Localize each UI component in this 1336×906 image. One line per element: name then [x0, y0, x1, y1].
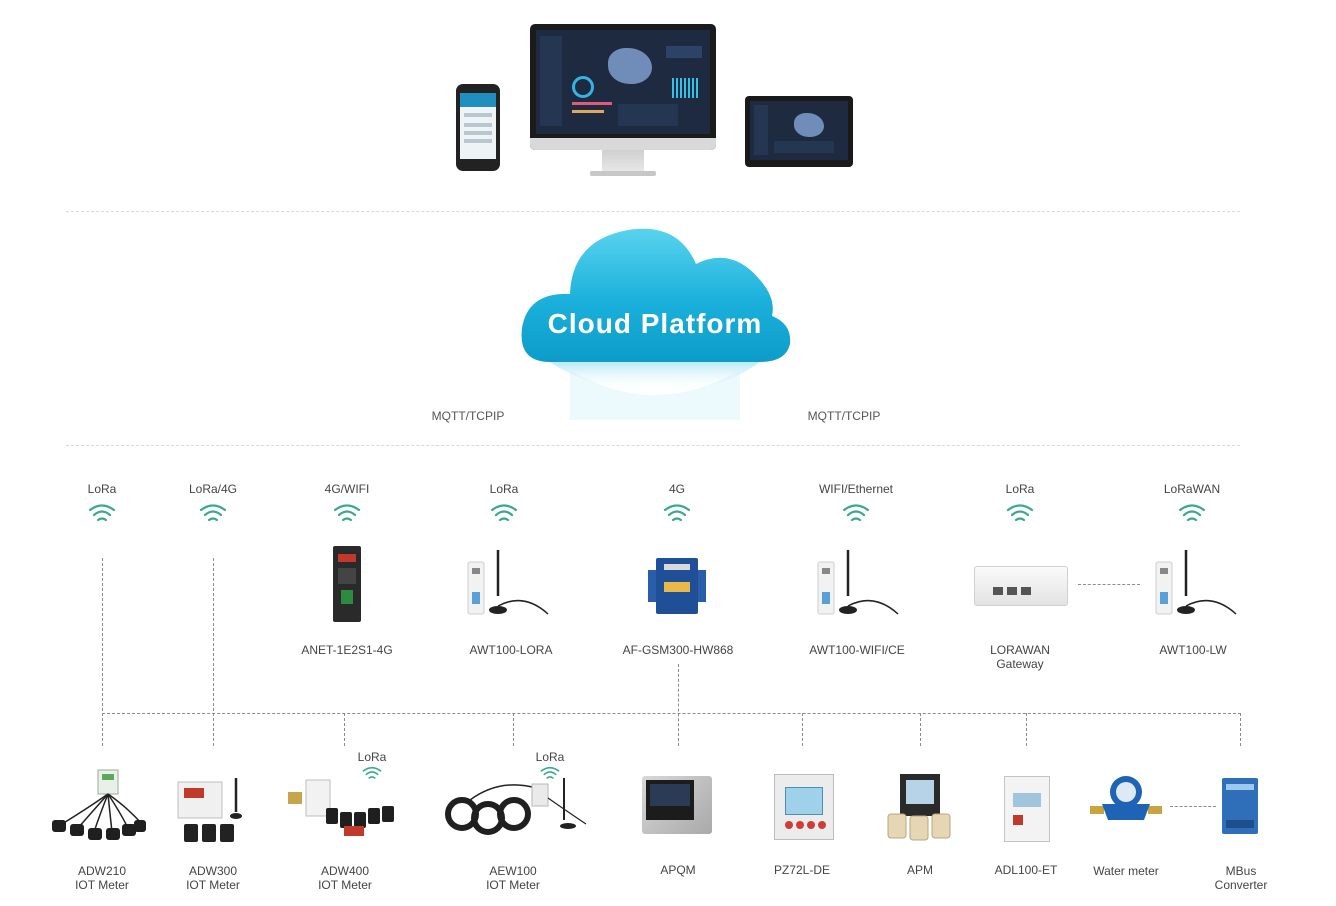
monitor-base: [590, 171, 656, 176]
mqtt-protocol-right: MQTT/TCPIP: [807, 409, 881, 423]
meter-name-2-line2: IOT Meter: [186, 878, 240, 892]
adl100-et-device: [1004, 776, 1050, 842]
gateway-name-7-line2: Gateway: [996, 657, 1044, 671]
gateway-name-6: AWT100-WIFI/CE: [809, 643, 905, 657]
meter-name-7: APM: [906, 863, 933, 877]
wifi-icon: [1178, 504, 1206, 522]
desktop-monitor: [530, 24, 716, 150]
middle-separator: [66, 445, 1240, 446]
top-separator: [66, 211, 1240, 212]
tablet: [745, 96, 853, 167]
connector-line: [1240, 713, 1241, 746]
wifi-icon: [333, 504, 361, 522]
wifi-icon: [663, 504, 691, 522]
gateway-protocol-7: LoRa: [1005, 482, 1035, 496]
gateway-protocol-8: LoRaWAN: [1163, 482, 1221, 496]
wifi-icon: [540, 766, 560, 779]
adw400-meter-device: [288, 779, 394, 836]
meter-name-10: MBus Converter: [1196, 864, 1286, 892]
connector-line: [102, 558, 103, 746]
water-meter-link-line: [1170, 806, 1216, 807]
awt100-lora-device: [467, 550, 549, 615]
gateway-name-4: AWT100-LORA: [469, 643, 553, 657]
gateway-protocol-3: 4G/WIFI: [324, 482, 370, 496]
meter-name-9: Water meter: [1093, 864, 1159, 878]
meter-name-2: ADW300 IOT Meter: [163, 864, 263, 892]
connector-line: [344, 713, 345, 746]
connector-line: [513, 713, 514, 746]
gateway-name-7: LORAWAN Gateway: [960, 643, 1080, 671]
wifi-icon: [199, 504, 227, 522]
anet-gateway-device: [333, 546, 361, 622]
meter-name-3: ADW400 IOT Meter: [295, 864, 395, 892]
cloud-shape: [521, 228, 791, 420]
bus-line: [102, 713, 1241, 714]
meter-name-1-line1: ADW210: [77, 864, 127, 878]
wifi-icon: [842, 504, 870, 522]
meter-name-6: PZ72L-DE: [773, 863, 831, 877]
gateway-protocol-2: LoRa/4G: [188, 482, 238, 496]
gateway-protocol-6: WIFI/Ethernet: [818, 482, 894, 496]
gateway-name-8: AWT100-LW: [1159, 643, 1227, 657]
gateway-protocol-1: LoRa: [87, 482, 117, 496]
meter-name-3-line1: ADW400: [320, 864, 370, 878]
meter-protocol-4: LoRa: [535, 750, 565, 764]
adw210-meter-device: [52, 769, 146, 840]
smartphone: [456, 84, 500, 171]
connector-line: [802, 713, 803, 746]
gateway-name-7-line1: LORAWAN: [990, 643, 1050, 657]
connector-line: [920, 713, 921, 746]
meter-name-10-line2: Converter: [1214, 878, 1268, 892]
meter-name-4-line1: AEW100: [489, 864, 537, 878]
connector-line: [678, 664, 679, 746]
water-meter-device: [1090, 776, 1162, 820]
af-gsm300-device: [648, 558, 706, 614]
wifi-icon: [362, 766, 382, 779]
gateway-name-3: ANET-1E2S1-4G: [301, 643, 393, 657]
wifi-icon: [88, 504, 116, 522]
gateway-protocol-5: 4G: [668, 482, 685, 496]
aew100-meter-device: [445, 778, 587, 835]
meter-name-1: ADW210 IOT Meter: [52, 864, 152, 892]
mbus-converter-device: [1222, 778, 1258, 834]
meter-name-8: ADL100-ET: [994, 863, 1058, 877]
apm-device: [887, 774, 951, 841]
apqm-device: [642, 776, 712, 834]
awt100-lw-device: [1155, 550, 1237, 615]
monitor-stand: [602, 150, 644, 172]
adw300-meter-device: [177, 778, 242, 842]
connector-line: [1026, 713, 1027, 746]
gateway-name-5: AF-GSM300-HW868: [622, 643, 734, 657]
connector-line: [213, 558, 214, 746]
meter-protocol-3: LoRa: [357, 750, 387, 764]
lorawan-gateway-device: [974, 566, 1068, 606]
mqtt-protocol-left: MQTT/TCPIP: [431, 409, 505, 423]
meter-name-4: AEW100 IOT Meter: [463, 864, 563, 892]
meter-name-5: APQM: [660, 863, 696, 877]
meter-name-1-line2: IOT Meter: [75, 878, 129, 892]
cloud-platform-label: Cloud Platform: [547, 308, 763, 339]
wifi-icon: [490, 504, 518, 522]
meter-name-10-line1: MBus: [1225, 864, 1257, 878]
gateway-link-line: [1078, 584, 1140, 585]
wifi-icon: [1006, 504, 1034, 522]
gateway-protocol-4: LoRa: [489, 482, 519, 496]
meter-name-3-line2: IOT Meter: [318, 878, 372, 892]
meter-name-4-line2: IOT Meter: [486, 878, 540, 892]
awt100-wifi-device: [817, 550, 899, 615]
meter-name-2-line1: ADW300: [188, 864, 238, 878]
pz72l-de-device: [774, 774, 834, 840]
